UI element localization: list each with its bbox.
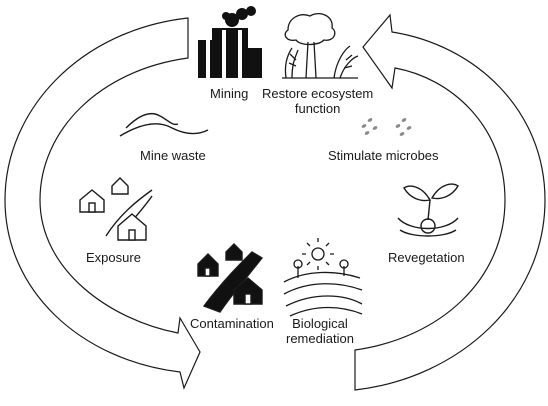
label-contamination: Contamination <box>190 316 274 331</box>
label-mine-waste: Mine waste <box>140 148 206 163</box>
label-restore-line1: Restore ecosystem <box>262 86 374 101</box>
microbes-icon <box>361 118 412 136</box>
label-biological-line2: remediation <box>286 331 354 346</box>
hills-icon <box>119 112 209 137</box>
label-mining: Mining <box>210 86 249 101</box>
label-biological-remediation: Biological remediation <box>286 316 354 346</box>
label-biological-line1: Biological <box>292 316 348 331</box>
label-restore: Restore ecosystem function <box>262 86 373 116</box>
contaminated-houses-icon <box>197 243 264 313</box>
factory-icon <box>198 6 262 78</box>
label-restore-line2: function <box>294 101 341 116</box>
right-cycle-arrow <box>354 13 546 391</box>
label-exposure: Exposure <box>86 250 141 265</box>
label-revegetation: Revegetation <box>388 250 465 265</box>
seedling-icon <box>397 183 459 237</box>
houses-road-icon <box>79 177 153 241</box>
sun-fields-icon <box>283 238 363 317</box>
label-stimulate-microbes: Stimulate microbes <box>328 148 439 163</box>
forest-icon <box>282 13 359 79</box>
left-cycle-arrow <box>4 17 201 390</box>
